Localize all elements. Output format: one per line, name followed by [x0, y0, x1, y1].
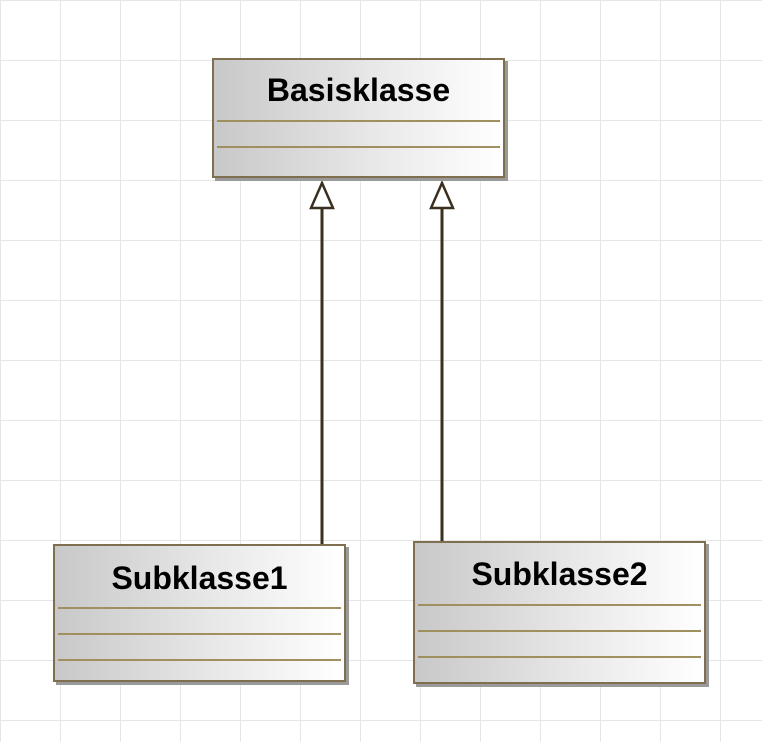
class-box-subklasse2[interactable]: Subklasse2: [413, 541, 706, 684]
operations-compartment: [418, 630, 701, 656]
class-name: Subklasse1: [111, 560, 288, 596]
operations-compartment: [217, 146, 500, 172]
inheritance-arrowhead-sub1: [309, 179, 335, 210]
attributes-compartment: [418, 604, 701, 630]
attributes-compartment: [217, 120, 500, 146]
extra-compartment: [58, 659, 341, 685]
class-name: Basisklasse: [266, 72, 451, 108]
class-box-subklasse1[interactable]: Subklasse1: [53, 544, 346, 682]
class-name: Subklasse2: [471, 556, 648, 592]
extra-compartment: [418, 656, 701, 682]
inheritance-arrowhead-sub2: [429, 179, 455, 210]
operations-compartment: [58, 633, 341, 659]
generalization-sub2-to-basis[interactable]: [429, 179, 455, 541]
generalization-sub1-to-basis[interactable]: [309, 179, 335, 544]
attributes-compartment: [58, 607, 341, 633]
class-box-basisklasse[interactable]: Basisklasse: [212, 58, 505, 178]
